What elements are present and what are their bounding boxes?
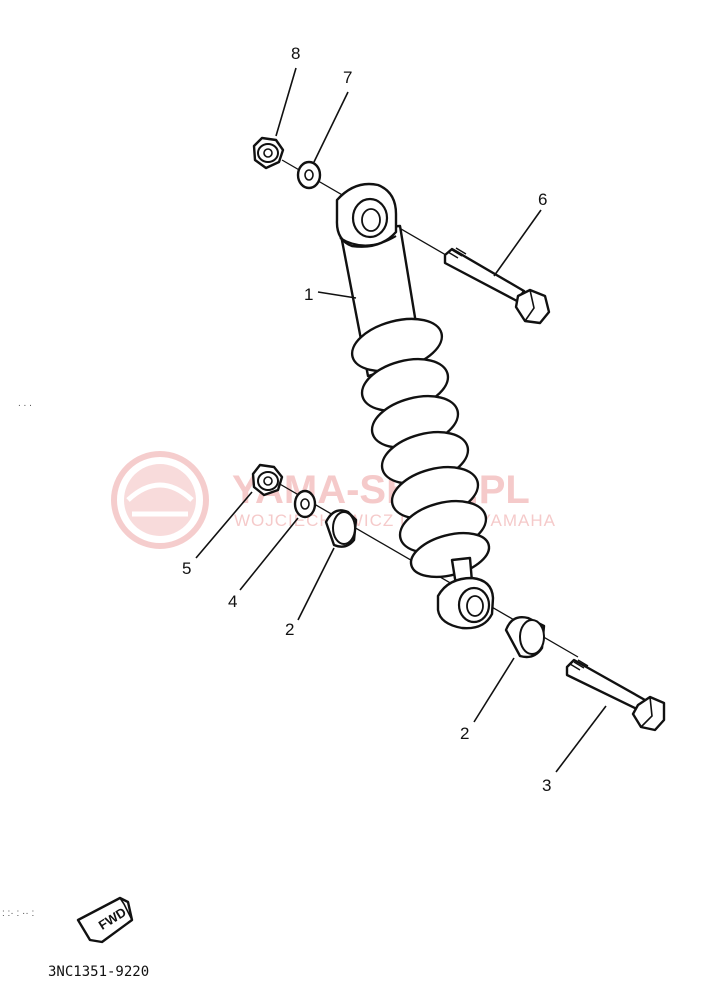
callout-6: 6 [538, 190, 547, 209]
callout-5: 5 [182, 559, 191, 578]
upper-washer [296, 160, 322, 190]
drawing-code: 3NC1351-9220 [48, 964, 149, 980]
leader-lines [195, 67, 607, 773]
watermark-sub-text: WOJCIECHOWICZ DEALER YAMAHA [234, 511, 556, 530]
callout-7: 7 [343, 68, 352, 87]
upper-nut [252, 136, 285, 170]
lower-bolt [565, 658, 666, 732]
shock-absorber [335, 182, 495, 630]
callout-3: 3 [542, 776, 551, 795]
callout-8: 8 [291, 44, 300, 63]
callout-4: 4 [228, 592, 237, 611]
callout-2-right: 2 [460, 724, 469, 743]
stray-marks-left: . . . [18, 398, 32, 409]
collar-left [324, 509, 358, 548]
lower-nut [251, 463, 284, 497]
spring [350, 317, 491, 579]
watermark-logo [111, 451, 209, 549]
callout-2-left: 2 [285, 620, 294, 639]
collar-right [504, 616, 546, 659]
upper-bolt [443, 247, 551, 325]
lower-washer [293, 489, 317, 519]
callout-1: 1 [304, 285, 313, 304]
stray-marks-bottom: : :· : ·· : [2, 908, 34, 919]
fwd-arrow: FWD [76, 896, 134, 944]
